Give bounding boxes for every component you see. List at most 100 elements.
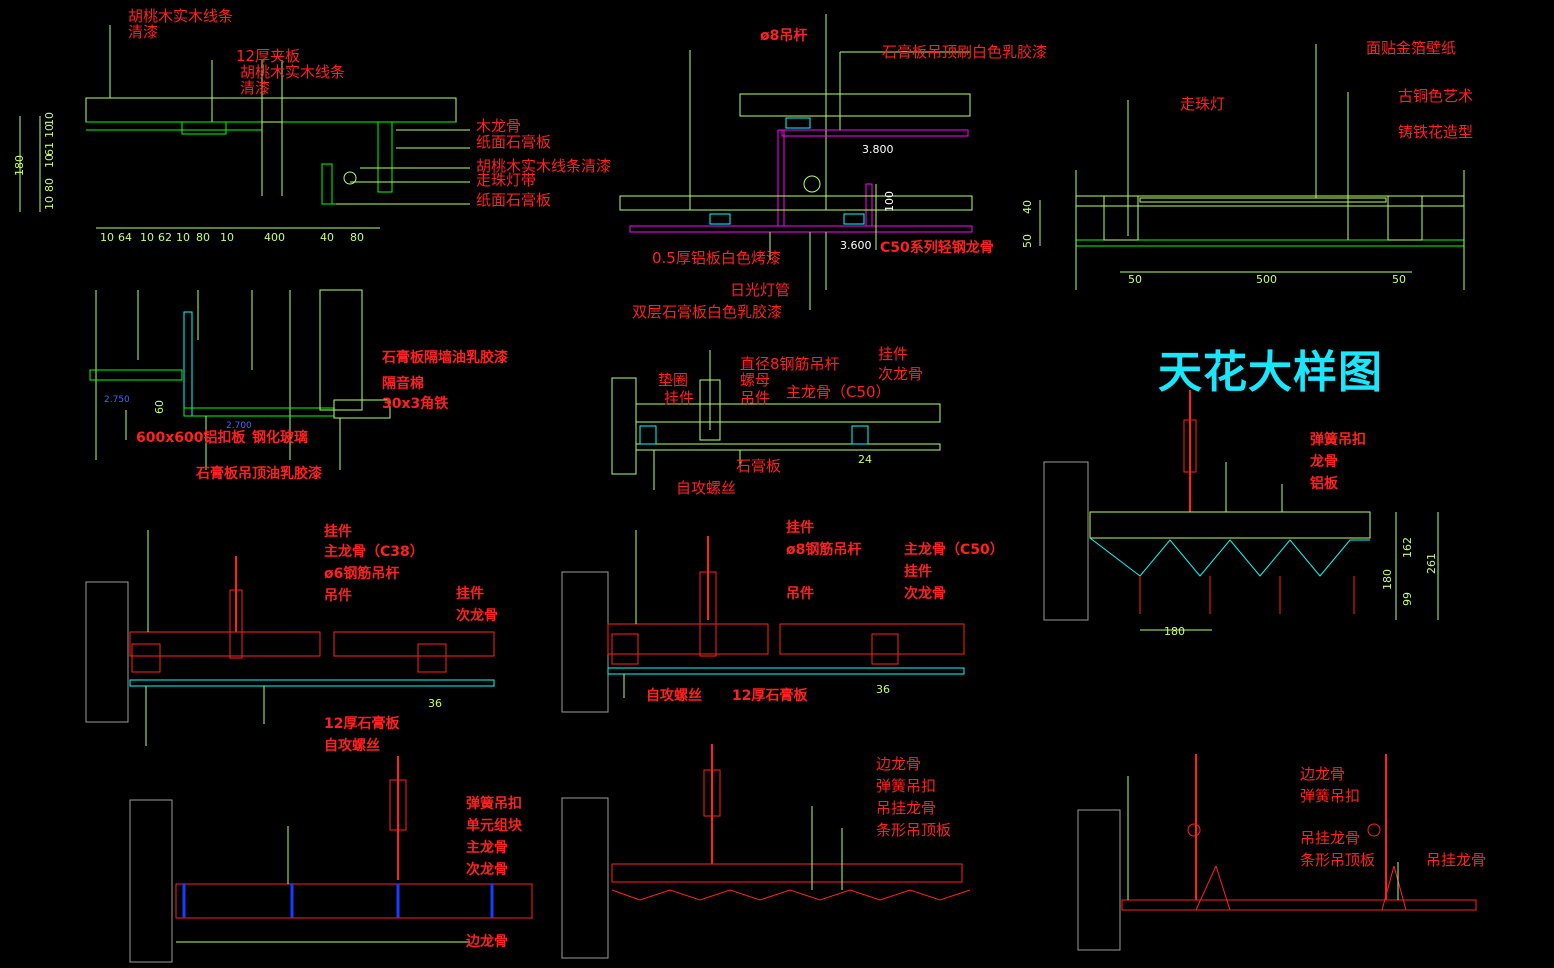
d6-vdim: 99 xyxy=(1401,592,1414,606)
d11-label: 弹簧吊扣 xyxy=(1300,787,1361,805)
d5-dim: 24 xyxy=(858,453,872,466)
d3-vdim: 40 xyxy=(1021,200,1034,214)
d1-label: 木龙骨 xyxy=(476,117,522,135)
d2-label: 0.5厚铝板白色烤漆 xyxy=(652,249,781,267)
d8-label: ø8钢筋吊杆 xyxy=(786,542,862,558)
d8-label: 次龙骨 xyxy=(904,586,946,602)
d10-label: 吊挂龙骨 xyxy=(876,799,937,817)
d8-label: 12厚石膏板 xyxy=(732,688,808,704)
d5-label: 垫圈 xyxy=(658,371,689,389)
d1-label: 胡桃木实木线条 xyxy=(240,63,346,81)
d2-label: 双层石膏板白色乳胶漆 xyxy=(632,303,783,321)
d1-label: 胡桃木实木线条清漆 xyxy=(476,157,612,175)
d9-label: 次龙骨 xyxy=(466,862,508,878)
d1-dim: 10 xyxy=(220,231,234,244)
d4-label: 钢化玻璃 xyxy=(252,430,308,446)
d1-dim: 64 xyxy=(118,231,132,244)
detail-2-gypsum-light xyxy=(619,14,973,310)
d4-level: 2.700 xyxy=(226,421,252,431)
detail-1-wood-ceiling xyxy=(19,25,470,229)
d1-dim: 80 xyxy=(350,231,364,244)
d5-label: 自攻螺丝 xyxy=(676,479,737,497)
d4-vdim: 60 xyxy=(153,400,166,414)
d2-level: 3.600 xyxy=(840,239,872,252)
d11-label: 吊挂龙骨 xyxy=(1300,829,1361,847)
d2-label: C50系列轻钢龙骨 xyxy=(880,240,994,256)
detail-11-strip-ceiling xyxy=(1077,754,1477,951)
d3-label: 古铜色艺术 xyxy=(1398,87,1474,105)
detail-7-c38 xyxy=(85,530,495,746)
detail-8-c50 xyxy=(561,530,965,713)
d10-label: 边龙骨 xyxy=(876,755,922,773)
d6-label: 弹簧吊扣 xyxy=(1310,432,1366,448)
d1-vdim: 180 xyxy=(13,155,26,176)
d4-label: 隔音棉 xyxy=(382,376,424,392)
d5-label: 次龙骨 xyxy=(878,365,924,383)
d6-label: 铝板 xyxy=(1310,476,1338,492)
d2-label: 石膏板吊顶刷白色乳胶漆 xyxy=(882,43,1048,61)
d1-label: 清漆 xyxy=(240,79,271,97)
d1-vdim: 10 xyxy=(43,124,56,138)
d1-dim: 62 xyxy=(158,231,172,244)
d3-dim: 50 xyxy=(1392,273,1406,286)
d11-label: 吊挂龙骨 xyxy=(1426,851,1487,869)
d6-vdim: 162 xyxy=(1401,537,1414,558)
d5-label: 挂件 xyxy=(878,345,909,363)
d1-label: 胡桃木实木线条 xyxy=(128,7,234,25)
d3-label: 铸铁花造型 xyxy=(1398,123,1474,141)
detail-6-aluminum-profile xyxy=(1043,390,1439,631)
d11-label: 边龙骨 xyxy=(1300,765,1346,783)
d7-label: ø6钢筋吊杆 xyxy=(324,566,400,582)
d1-dim: 80 xyxy=(196,231,210,244)
d1-vdim: 61 xyxy=(43,142,56,156)
d1-vdim: 80 xyxy=(43,178,56,192)
d8-label: 挂件 xyxy=(904,564,932,580)
detail-3-gold-foil xyxy=(1039,44,1465,290)
d1-label: 12厚夹板 xyxy=(236,47,301,65)
d7-label: 12厚石膏板 xyxy=(324,716,400,732)
d6-label: 龙骨 xyxy=(1310,454,1338,470)
d8-label: 挂件 xyxy=(786,520,814,536)
d1-vdim: 10 xyxy=(43,154,56,168)
d7-label: 次龙骨 xyxy=(456,608,498,624)
d3-label: 面贴金箔壁纸 xyxy=(1366,39,1457,57)
detail-5-gypsum-section xyxy=(611,350,941,490)
d4-label: 600x600铝扣板 xyxy=(136,430,246,446)
d9-label: 主龙骨 xyxy=(466,840,508,856)
d7-label: 挂件 xyxy=(456,586,484,602)
d1-vdim: 10 xyxy=(43,112,56,126)
d4-label: 石膏板隔墙油乳胶漆 xyxy=(382,350,508,366)
d5-label: 石膏板 xyxy=(736,457,782,475)
d5-label: 主龙骨（C50） xyxy=(786,383,891,401)
d3-label: 走珠灯 xyxy=(1180,95,1226,113)
d7-label: 自攻螺丝 xyxy=(324,738,380,754)
d1-dim: 400 xyxy=(264,231,285,244)
d5-label: 吊件 xyxy=(740,389,771,407)
d2-dim: 100 xyxy=(883,191,896,212)
d10-label: 条形吊顶板 xyxy=(876,821,952,839)
d2-level: 3.800 xyxy=(862,143,894,156)
d3-dim: 50 xyxy=(1128,273,1142,286)
d4-label: 30x3角铁 xyxy=(382,396,449,412)
d5-label: 直径8钢筋吊杆 xyxy=(740,355,840,373)
d3-vdim: 50 xyxy=(1021,234,1034,248)
d6-vdim: 261 xyxy=(1425,553,1438,574)
d5-label: 挂件 xyxy=(664,389,695,407)
d1-dim: 10 xyxy=(176,231,190,244)
d10-label: 弹簧吊扣 xyxy=(876,777,937,795)
detail-10-strip-ceiling xyxy=(561,744,971,959)
d7-dim: 36 xyxy=(428,697,442,710)
d1-label: 纸面石膏板 xyxy=(476,133,552,151)
d1-label: 清漆 xyxy=(128,23,159,41)
d6-dim: 180 xyxy=(1164,625,1185,638)
d7-label: 挂件 xyxy=(324,524,352,540)
d1-dim: 10 xyxy=(140,231,154,244)
title-label: 天花大样图 xyxy=(1158,347,1383,398)
d9-label: 边龙骨 xyxy=(466,934,508,950)
d9-label: 单元组块 xyxy=(466,818,522,834)
d4-level: 2.750 xyxy=(104,395,130,405)
d11-label: 条形吊顶板 xyxy=(1300,851,1376,869)
d7-label: 主龙骨（C38） xyxy=(324,544,424,560)
detail-9-unit-block xyxy=(129,756,533,963)
